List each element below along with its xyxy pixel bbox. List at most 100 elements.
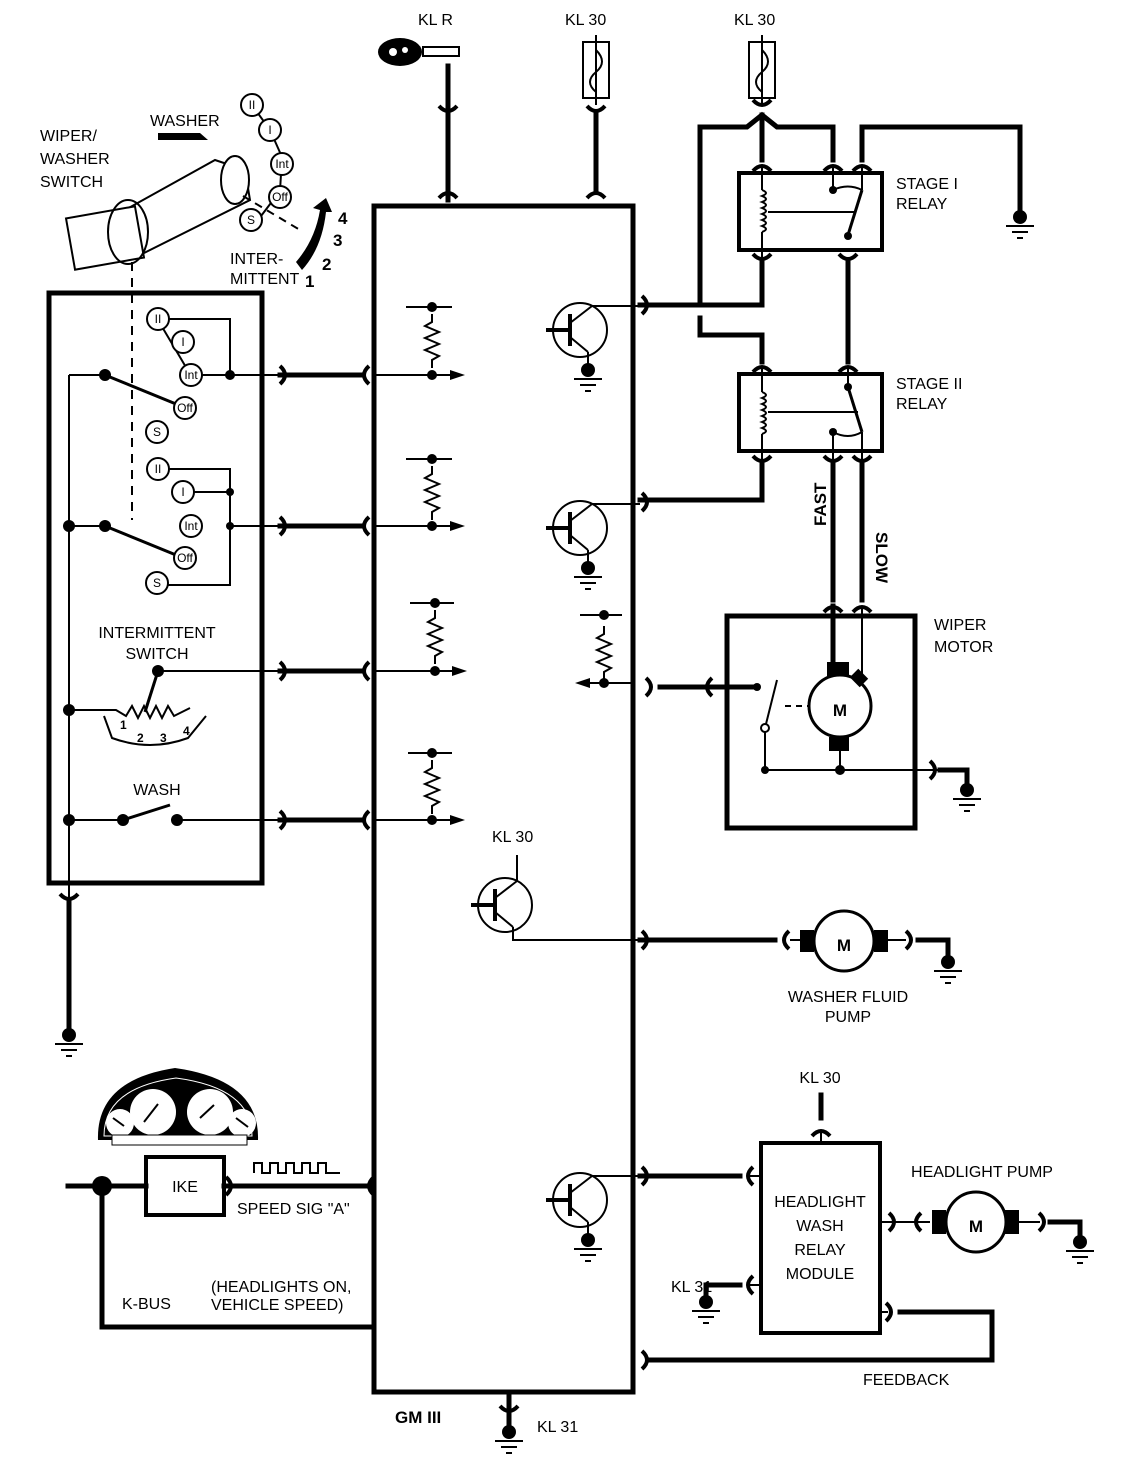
pos-Int: Int (275, 157, 289, 171)
transistor-icon (469, 855, 640, 941)
headlight-pump-label: HEADLIGHT PUMP (911, 1164, 1053, 1181)
box-int-step-1: 1 (120, 718, 127, 732)
box1-pos-II: II (155, 312, 162, 326)
pump-symbol: M (837, 936, 851, 955)
kl30-a-label: KL 30 (565, 12, 606, 29)
module-ground (494, 1389, 524, 1454)
kl30-b-label: KL 30 (734, 12, 775, 29)
switch-to-module-wires (277, 364, 371, 831)
stage2-label-line1: STAGE II (896, 376, 962, 393)
kl31-headlight-label: KL 31 (671, 1279, 712, 1296)
module-label-line2: WASH (796, 1218, 843, 1235)
ike-label: IKE (172, 1179, 198, 1196)
module-label-line3: RELAY (794, 1242, 846, 1259)
box1-pos-Int: Int (184, 368, 198, 382)
transistor-icon (544, 301, 640, 392)
kbus-label: K-BUS (122, 1296, 171, 1313)
gm3-module (371, 203, 636, 1395)
resistor-icon (374, 302, 465, 380)
potentiometer-icon (69, 703, 191, 721)
int-step-3: 3 (333, 231, 342, 250)
switch-title-line1: WIPER/ (40, 128, 97, 145)
washer-fluid-pump: M (790, 909, 963, 984)
wash-label: WASH (133, 782, 180, 799)
ground-icon (952, 782, 982, 812)
kl30-transistor-label: KL 30 (492, 829, 533, 846)
pos-S: S (247, 213, 255, 227)
module-label-line4: MODULE (786, 1266, 854, 1283)
headlight-wash-relay-module: HEADLIGHT WASH RELAY MODULE (759, 1141, 882, 1335)
box2-pos-Int: Int (184, 519, 198, 533)
switch-title-line3: SWITCH (40, 174, 103, 191)
stage2-relay (737, 365, 884, 463)
box1-pos-S: S (153, 425, 161, 439)
switch-ground (54, 892, 84, 1057)
box2-pos-S: S (153, 576, 161, 590)
stage1-label-line2: RELAY (896, 196, 948, 213)
kbus-note-line2: VEHICLE SPEED) (211, 1297, 343, 1314)
pos-II: II (249, 98, 256, 112)
speed-signal-label: SPEED SIG "A" (237, 1201, 350, 1218)
washer-arrow-icon (158, 133, 208, 140)
stage2-label-line2: RELAY (896, 396, 948, 413)
wiper-motor-symbol: M (833, 701, 847, 720)
wiper-motor-label-line2: MOTOR (934, 639, 993, 656)
washer-arrow-label: WASHER (150, 113, 220, 130)
module-label-line1: HEADLIGHT (774, 1194, 866, 1211)
box2-pos-I: I (181, 485, 184, 499)
stage1-label-line1: STAGE I (896, 176, 958, 193)
wiper-motor: M (657, 603, 982, 831)
box1-pos-Off: Off (177, 401, 193, 415)
box2-pos-Off: Off (177, 551, 193, 565)
headlight-pump-symbol: M (969, 1217, 983, 1236)
module-title: GM III (395, 1408, 441, 1427)
box-int-step-3: 3 (160, 731, 167, 745)
intermittent-arrow-icon (296, 198, 332, 270)
kbus-note-line1: (HEADLIGHTS ON, (211, 1279, 351, 1296)
motor-icon: M (807, 662, 873, 751)
stalk-position-dial: II I Int Off S (239, 93, 294, 232)
box1-pos-I: I (181, 335, 184, 349)
resistor-icon (374, 454, 465, 531)
int-step-1: 1 (305, 272, 314, 291)
ground-icon (1005, 209, 1035, 239)
fuse-icon (582, 35, 610, 105)
headlight-pump: M (880, 1190, 1095, 1264)
ground-icon (933, 954, 963, 984)
pos-Off: Off (272, 190, 288, 204)
pos-I: I (268, 123, 271, 137)
ignition-key-icon (378, 38, 460, 66)
slow-label: SLOW (872, 532, 891, 584)
box-int-step-4: 4 (183, 724, 190, 738)
intermittent-switch-line1: INTERMITTENT (98, 625, 216, 642)
relay-coil-icon (759, 165, 767, 258)
washer-pump-label-line1: WASHER FLUID (788, 989, 908, 1006)
intermittent-label-line2: MITTENT (230, 271, 300, 288)
int-step-2: 2 (322, 255, 331, 274)
stage1-relay (737, 164, 884, 261)
wiper-motor-label-line1: WIPER (934, 617, 986, 634)
switch-title-line2: WASHER (40, 151, 110, 168)
intermittent-label-line1: INTER- (230, 251, 283, 268)
intermittent-switch-line2: SWITCH (125, 646, 188, 663)
instrument-cluster-icon (97, 1068, 259, 1146)
box2-pos-II: II (155, 462, 162, 476)
ground-icon (54, 1027, 84, 1057)
fast-label: FAST (811, 482, 830, 526)
washer-pump-label-line2: PUMP (825, 1009, 871, 1026)
resistor-icon (575, 610, 633, 688)
relay-coil-icon (759, 366, 767, 460)
resistor-icon (374, 598, 467, 676)
resistor-icon (374, 748, 465, 825)
switch-box: II I Int Off S II I Int Off S INTERMITTE… (46, 290, 280, 1030)
ike-module: IKE (144, 1155, 226, 1217)
ground-icon (494, 1424, 524, 1454)
feedback-label: FEEDBACK (863, 1372, 950, 1389)
kl30-headlight-label: KL 30 (799, 1070, 840, 1087)
fuse-icon (748, 35, 776, 105)
transistor-icon (544, 499, 640, 590)
kl31-module-label: KL 31 (537, 1419, 578, 1436)
ground-icon (1065, 1234, 1095, 1264)
int-step-4: 4 (338, 209, 348, 228)
